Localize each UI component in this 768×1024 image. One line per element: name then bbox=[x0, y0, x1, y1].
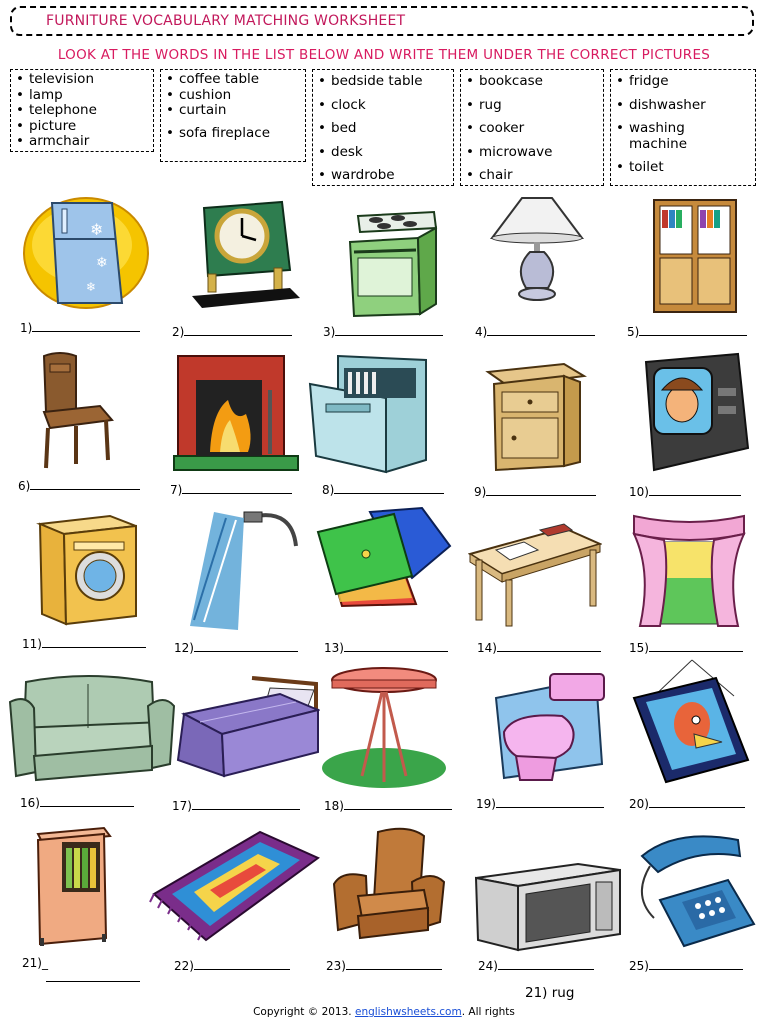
bedside-table-icon bbox=[485, 362, 587, 472]
answer-line-21[interactable]: 21)_ bbox=[22, 956, 48, 970]
toilet-icon bbox=[494, 673, 605, 781]
word-item: fridge bbox=[611, 70, 755, 94]
armchair-icon bbox=[332, 827, 446, 940]
answer-line-10[interactable]: 10) bbox=[629, 484, 741, 499]
word-item: picture bbox=[11, 118, 153, 135]
wardrobe-icon bbox=[36, 826, 112, 946]
word-item: lamp bbox=[11, 87, 153, 104]
cushion-icon bbox=[316, 506, 452, 608]
shower-icon bbox=[190, 511, 298, 630]
rug-icon bbox=[149, 830, 320, 942]
word-item: curtain bbox=[161, 102, 305, 119]
answer-line-17[interactable]: 17) bbox=[172, 798, 300, 813]
copyright-link[interactable]: englishwsheets.com bbox=[354, 1006, 462, 1018]
word-item: bed bbox=[313, 117, 453, 141]
answer-line-20[interactable]: 20) bbox=[629, 796, 745, 811]
word-item: coffee table bbox=[161, 71, 305, 88]
answer-line-3[interactable]: 3) bbox=[323, 324, 444, 339]
word-item: sofa fireplace bbox=[161, 125, 305, 142]
instruction-text: LOOK AT THE WORDS IN THE LIST BELOW AND … bbox=[57, 47, 711, 63]
word-item: clock bbox=[313, 94, 453, 118]
word-item: desk bbox=[313, 141, 453, 165]
word-item: television bbox=[11, 71, 153, 88]
answer-line-9[interactable]: 9) bbox=[474, 484, 597, 499]
word-item: cushion bbox=[161, 87, 305, 104]
word-item: microwave bbox=[461, 141, 603, 165]
chair-icon bbox=[42, 352, 114, 469]
word-box-1: television lamp telephone picture armcha… bbox=[10, 69, 154, 152]
answer-line-22[interactable]: 22) bbox=[174, 958, 290, 973]
answer-line-16[interactable]: 16) bbox=[20, 795, 134, 810]
telephone-icon bbox=[640, 835, 756, 948]
answer-text: 21) rug bbox=[525, 985, 575, 1001]
washing-machine-icon bbox=[36, 514, 137, 626]
answer-line-19[interactable]: 19) bbox=[476, 796, 604, 811]
answer-line-25[interactable]: 25) bbox=[629, 958, 743, 973]
answer-line-15[interactable]: 15) bbox=[629, 640, 743, 655]
bookcase-icon bbox=[653, 199, 737, 313]
answer-line-12[interactable]: 12) bbox=[174, 640, 298, 655]
word-item: wardrobe bbox=[313, 164, 453, 188]
word-box-4: bookcase rug cooker microwave chair bbox=[460, 69, 604, 188]
bed-icon bbox=[176, 676, 320, 778]
word-item: washing machine bbox=[611, 117, 719, 156]
word-box-2: coffee table cushion curtain sofa firepl… bbox=[160, 69, 306, 162]
fireplace-icon bbox=[173, 355, 299, 471]
lamp-icon bbox=[490, 197, 584, 301]
coffee-table-icon bbox=[322, 667, 446, 788]
answer-line-1[interactable]: 1) bbox=[20, 320, 141, 335]
curtain-icon bbox=[632, 514, 746, 627]
answer-line-6[interactable]: 6) bbox=[18, 478, 141, 493]
answer-line-13[interactable]: 13) bbox=[324, 640, 448, 655]
clock-icon bbox=[192, 200, 300, 308]
dishwasher-icon bbox=[308, 354, 427, 474]
answer-line-11[interactable]: 11) bbox=[22, 636, 146, 651]
title-box: FURNITURE VOCABULARY MATCHING WORKSHEET bbox=[10, 6, 754, 36]
answer-line-21-blank[interactable] bbox=[46, 970, 140, 985]
word-item: armchair bbox=[11, 133, 153, 150]
word-item: bedside table bbox=[313, 70, 453, 94]
answer-line-14[interactable]: 14) bbox=[477, 640, 601, 655]
word-item: chair bbox=[461, 164, 603, 188]
cooker-icon bbox=[348, 210, 438, 318]
answer-line-18[interactable]: 18) bbox=[324, 798, 452, 813]
word-item: telephone bbox=[11, 102, 153, 119]
answer-line-5[interactable]: 5) bbox=[627, 324, 748, 339]
desk-icon bbox=[468, 523, 602, 627]
fridge-icon: ❄ ❄ ❄ bbox=[23, 197, 149, 309]
word-item: cooker bbox=[461, 117, 603, 141]
answer-line-4[interactable]: 4) bbox=[475, 324, 596, 339]
answer-line-7[interactable]: 7) bbox=[170, 482, 293, 497]
word-item: dishwasher bbox=[611, 94, 755, 118]
microwave-icon bbox=[474, 862, 621, 952]
sofa-icon bbox=[8, 675, 176, 782]
answer-line-24[interactable]: 24) bbox=[478, 958, 594, 973]
svg-text:❄: ❄ bbox=[86, 280, 96, 294]
svg-text:❄: ❄ bbox=[96, 255, 108, 271]
answer-line-8[interactable]: 8) bbox=[322, 482, 445, 497]
word-item: rug bbox=[461, 94, 603, 118]
answer-line-23[interactable]: 23) bbox=[326, 958, 442, 973]
word-item: toilet bbox=[611, 156, 755, 180]
television-icon bbox=[644, 352, 750, 472]
copyright: Copyright © 2013. englishwsheets.com. Al… bbox=[253, 1006, 515, 1018]
word-box-3: bedside table clock bed desk wardrobe bbox=[312, 69, 454, 188]
picture-icon bbox=[632, 659, 750, 784]
word-item: bookcase bbox=[461, 70, 603, 94]
page-title: FURNITURE VOCABULARY MATCHING WORKSHEET bbox=[46, 13, 406, 29]
word-box-5: fridge dishwasher washing machine toilet bbox=[610, 69, 756, 186]
svg-text:❄: ❄ bbox=[90, 220, 103, 239]
answer-line-2[interactable]: 2) bbox=[172, 324, 293, 339]
